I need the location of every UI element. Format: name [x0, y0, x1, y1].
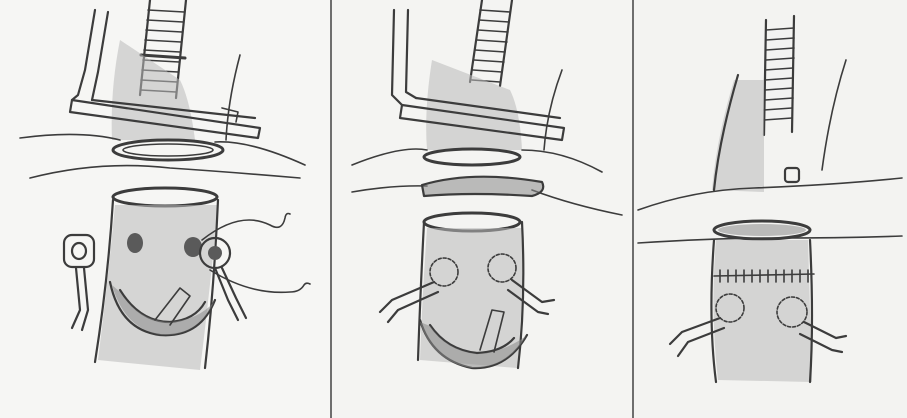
panel-step-1 [0, 0, 330, 418]
aortic-root [418, 213, 527, 368]
panel-step-3 [634, 0, 907, 418]
panel-step-2 [332, 0, 632, 418]
sketch-step-3 [634, 0, 907, 418]
reconstructed-root [711, 240, 814, 382]
sketch-step-1 [0, 0, 330, 418]
sketch-step-2 [332, 0, 632, 418]
